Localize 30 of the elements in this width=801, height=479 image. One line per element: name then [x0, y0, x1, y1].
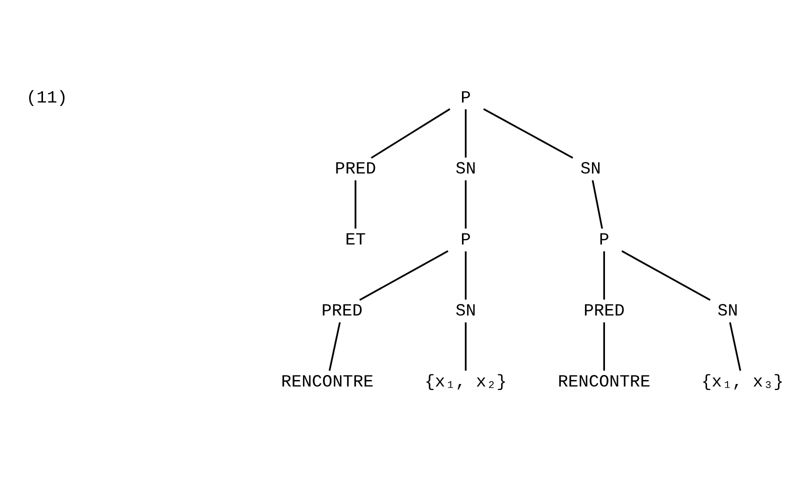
node-text: P	[460, 88, 471, 108]
connector	[621, 250, 711, 300]
node-text: RENCONTRE	[558, 373, 650, 392]
node-text: SN	[455, 160, 476, 179]
node-text: PRED	[334, 160, 376, 179]
node-text: SN	[718, 302, 738, 322]
connector	[603, 250, 605, 300]
connector	[464, 322, 467, 370]
node-text: ET	[345, 231, 366, 250]
connector	[592, 180, 603, 228]
connector	[359, 250, 448, 300]
node-text: {x₁, x₃}	[701, 373, 784, 392]
connector	[464, 250, 467, 300]
connector	[354, 180, 356, 228]
connector	[483, 108, 574, 158]
node-text: P	[460, 231, 471, 250]
connector	[729, 322, 742, 370]
connector	[464, 180, 467, 228]
connector	[370, 108, 450, 158]
connector	[464, 108, 467, 158]
connector	[603, 322, 605, 370]
node-text: {x₁, x₂}	[424, 373, 507, 392]
node-text: PRED	[321, 302, 363, 322]
node-text: SN	[455, 302, 476, 322]
connector	[328, 322, 341, 370]
node-text: P	[598, 231, 610, 250]
node-text: PRED	[584, 302, 625, 322]
node-text: SN	[580, 160, 601, 179]
node-text: RENCONTRE	[281, 373, 374, 392]
label: (11)	[26, 88, 68, 108]
